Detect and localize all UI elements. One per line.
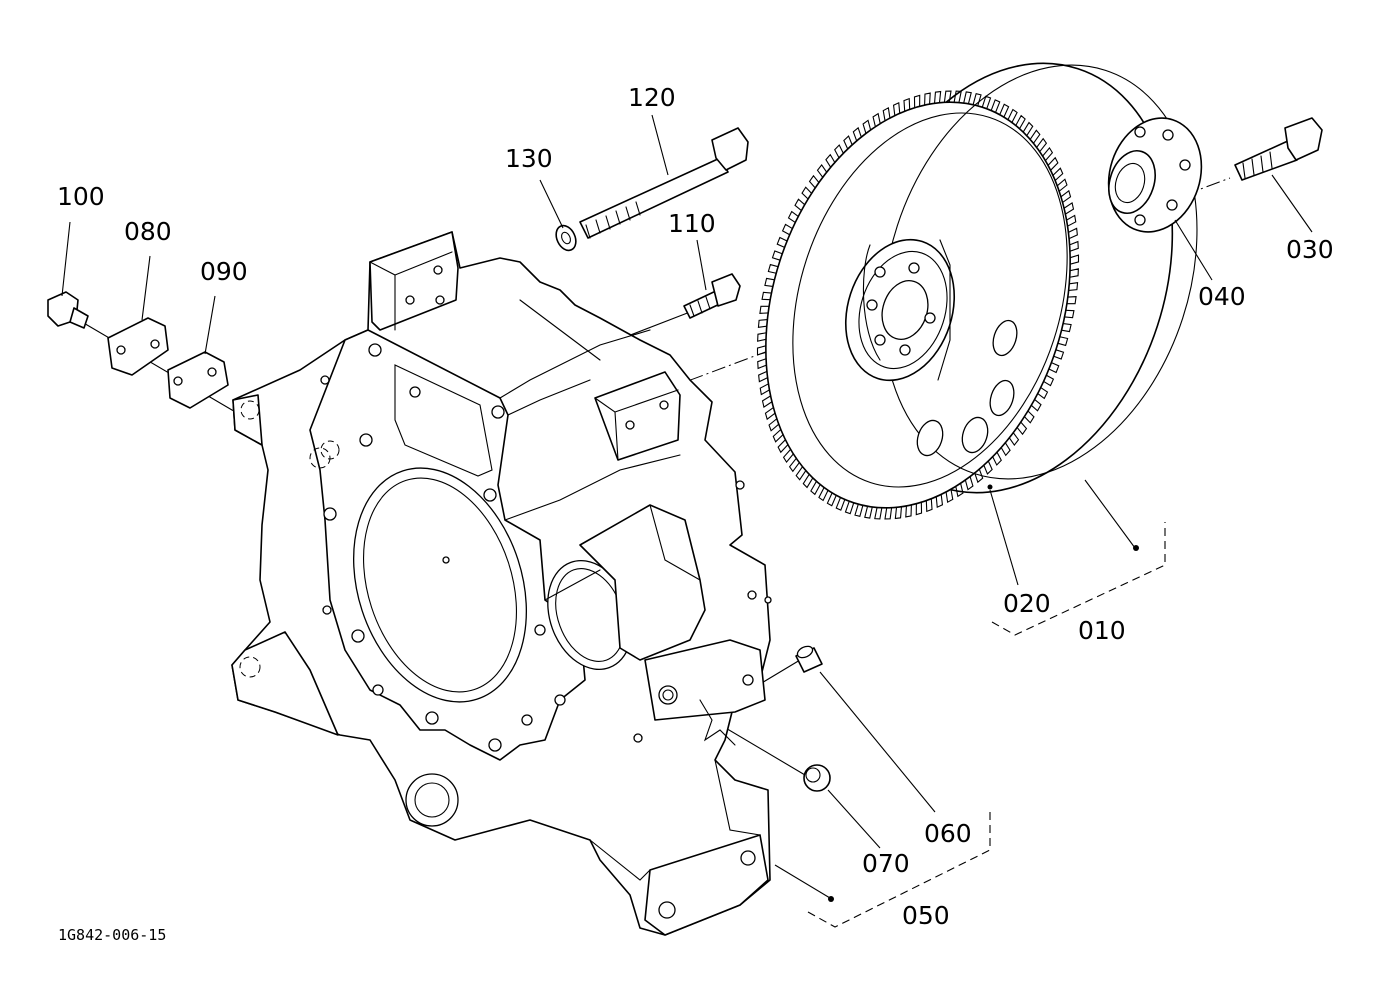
label-050: 050 [902, 901, 950, 930]
label-110: 110 [668, 209, 716, 238]
label-030: 030 [1286, 235, 1334, 264]
label-090: 090 [200, 257, 248, 286]
ring-gear-teeth [756, 90, 1080, 520]
label-040: 040 [1198, 282, 1246, 311]
hub-plate [1107, 117, 1203, 233]
bolt-110 [683, 273, 741, 319]
gasket-090 [167, 351, 229, 409]
bolt-030 [1234, 117, 1323, 181]
label-070: 070 [862, 849, 910, 878]
label-010: 010 [1078, 616, 1126, 645]
label-130: 130 [505, 144, 553, 173]
plug-070 [803, 764, 831, 792]
drawing-code: 1G842-006-15 [58, 926, 166, 944]
gear-tooth-outline [756, 90, 1080, 520]
long-bolt-120 [579, 127, 749, 239]
label-080: 080 [124, 217, 172, 246]
part-labels: 100 080 090 130 120 110 030 040 020 010 … [57, 83, 1334, 930]
label-120: 120 [628, 83, 676, 112]
label-100: 100 [57, 182, 105, 211]
pin-060 [795, 645, 823, 673]
label-060: 060 [924, 819, 972, 848]
plug-bolt-100 [47, 291, 89, 329]
leader-lines [61, 114, 1313, 899]
washer-130 [555, 224, 577, 252]
flywheel-housing [231, 231, 772, 936]
label-020: 020 [1003, 589, 1051, 618]
group-brackets [807, 522, 1166, 928]
cover-plate-080 [107, 317, 169, 376]
flywheel [756, 62, 1198, 520]
